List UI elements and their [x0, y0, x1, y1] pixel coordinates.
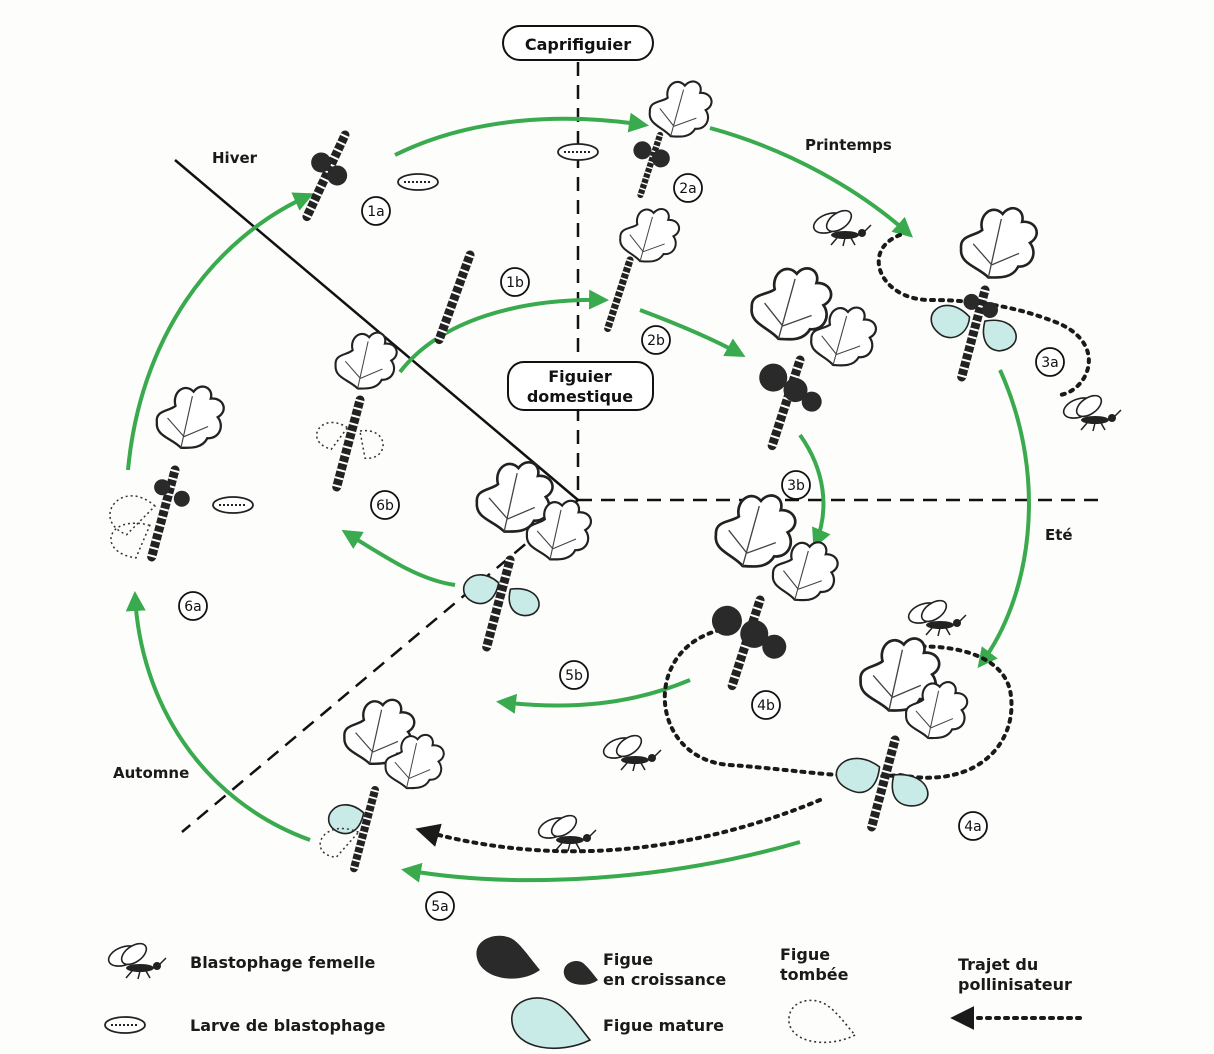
stage-label-1a: 1a: [361, 196, 391, 226]
legend-growing-fig-line2: en croissance: [603, 970, 726, 989]
stage-6b-plant: [316, 322, 404, 496]
svg-text:2b: 2b: [647, 333, 665, 349]
stage-label-3a: 3a: [1035, 347, 1065, 377]
arrow-1b-to-2b: [398, 289, 609, 374]
wasp-icon: [535, 810, 597, 852]
arrow-5a-to-6a: [125, 591, 311, 842]
arrow-4b-to-5b: [496, 678, 691, 714]
larva-icon: [212, 496, 254, 514]
svg-text:1b: 1b: [506, 275, 524, 291]
arrow-2b-to-3b: [639, 308, 746, 357]
stage-4b-plant: [706, 480, 846, 705]
caprifiguier-label-box: Caprifiguier: [502, 25, 654, 61]
svg-text:6b: 6b: [376, 498, 394, 514]
winter-divider-line: [174, 159, 579, 501]
stage-label-2a: 2a: [673, 173, 703, 203]
pollinator-path-to-5a: [415, 798, 822, 854]
stage-5b-plant: [462, 450, 598, 665]
stage-2a-plant: [633, 70, 719, 208]
figuier-domestique-label-line2: domestique: [527, 387, 633, 406]
stage-6a-plant: [109, 375, 232, 571]
legend: Blastophage femelle Larve de blastophage…: [104, 935, 1082, 1050]
pollinator-path-3a-loop: [876, 233, 1091, 397]
stage-label-1b: 1b: [500, 267, 530, 297]
wasp-icon: [600, 730, 662, 772]
autumn-divider-line: [181, 499, 579, 833]
arrow-2a-to-3a: [709, 126, 913, 238]
legend-path-line1: Trajet du: [958, 955, 1038, 974]
stage-3b-plant: [742, 253, 884, 466]
wasp-icon: [905, 595, 967, 637]
season-automne: Automne: [113, 764, 189, 782]
arrow-3a-to-4a: [977, 369, 1031, 669]
stage-label-2b: 2b: [641, 325, 671, 355]
legend-mature-fig-icon: [511, 997, 592, 1050]
stage-label-4a: 4a: [958, 811, 988, 841]
arrow-1a-to-2a: [394, 112, 649, 157]
stage-label-5b: 5b: [559, 660, 589, 690]
legend-fallen-fig-icon: [788, 999, 857, 1044]
svg-text:5b: 5b: [565, 668, 583, 684]
arrow-4a-to-5a: [401, 840, 801, 883]
caprifiguier-label: Caprifiguier: [525, 35, 631, 54]
wasp-icon: [1060, 390, 1122, 432]
svg-text:5a: 5a: [431, 899, 449, 915]
season-hiver: Hiver: [212, 149, 258, 167]
svg-text:1a: 1a: [367, 204, 385, 220]
arrow-3b-to-4b: [798, 433, 831, 549]
legend-larva: Larve de blastophage: [190, 1016, 386, 1035]
stage-label-6b: 6b: [370, 490, 400, 520]
stage-label-3b: 3b: [781, 470, 811, 500]
legend-path-line2: pollinisateur: [958, 975, 1072, 994]
stage-label-4b: 4b: [751, 690, 781, 720]
legend-mature-fig: Figue mature: [603, 1016, 724, 1035]
svg-text:6a: 6a: [184, 599, 202, 615]
figuier-domestique-label-box: Figuier domestique: [507, 361, 654, 411]
legend-wasp-icon: [105, 938, 167, 980]
stage-label-5a: 5a: [425, 891, 455, 921]
larva-icon: [557, 143, 599, 161]
wasp-icon: [810, 205, 872, 247]
stage-2b-plant: [592, 198, 687, 340]
svg-text:2a: 2a: [679, 181, 697, 197]
stage-5a-plant: [319, 688, 451, 884]
legend-growing-fig-icon: [476, 935, 540, 979]
season-ete: Eté: [1045, 526, 1073, 544]
stage-3a-plant: [930, 196, 1046, 388]
svg-text:4a: 4a: [964, 819, 982, 835]
legend-female-wasp: Blastophage femelle: [190, 953, 375, 972]
svg-text:3a: 3a: [1041, 355, 1059, 371]
figuier-domestique-label-line1: Figuier: [548, 367, 612, 386]
larva-icon: [397, 173, 439, 191]
legend-growing-fig-line1: Figue: [603, 950, 653, 969]
arrow-6a-to-1a: [126, 192, 314, 471]
stage-1a-plant: [289, 127, 363, 225]
arrow-5b-to-6b: [341, 529, 456, 587]
legend-fallen-fig-line1: Figue: [780, 945, 830, 964]
legend-growing-fig-small-icon: [563, 961, 598, 985]
svg-text:3b: 3b: [787, 478, 805, 494]
season-printemps: Printemps: [805, 136, 892, 154]
svg-text:4b: 4b: [757, 698, 775, 714]
legend-fallen-fig-line2: tombée: [780, 965, 849, 984]
stage-4a-plant: [835, 625, 974, 843]
stage-label-6a: 6a: [178, 591, 208, 621]
legend-larva-icon: [104, 1016, 146, 1034]
